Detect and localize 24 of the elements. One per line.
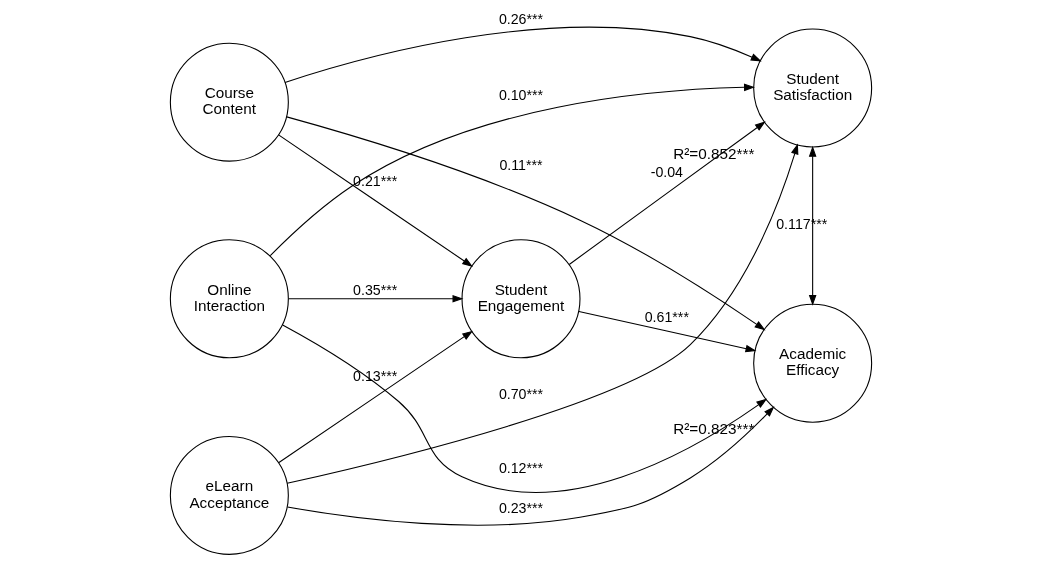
arrow <box>577 310 756 353</box>
arrow <box>281 324 767 493</box>
edge-label: 0.11*** <box>498 157 543 174</box>
edge-label: 0.35*** <box>352 281 397 298</box>
node-circle: eLearn Acceptance <box>169 435 289 555</box>
arrow <box>808 145 816 306</box>
arrow <box>286 143 798 484</box>
arrow <box>287 294 463 303</box>
arrow <box>277 134 473 267</box>
edge-label: 0.70*** <box>498 385 543 402</box>
node-circle: Online Interaction <box>169 239 289 359</box>
edge-label: 0.23*** <box>498 500 543 517</box>
arrow <box>285 116 765 331</box>
edge-label: 0.10*** <box>498 87 543 104</box>
node-circle: Course Content <box>169 42 289 162</box>
edge-label: -0.04 <box>650 163 683 180</box>
arrow <box>269 83 755 257</box>
edge-label: 0.12*** <box>498 459 543 476</box>
arrow <box>568 121 766 265</box>
arrow <box>277 330 473 464</box>
edge-label: 0.61*** <box>644 309 689 326</box>
arrow <box>286 406 774 526</box>
edge-label: 0.26*** <box>498 10 543 27</box>
arrow <box>283 26 762 83</box>
